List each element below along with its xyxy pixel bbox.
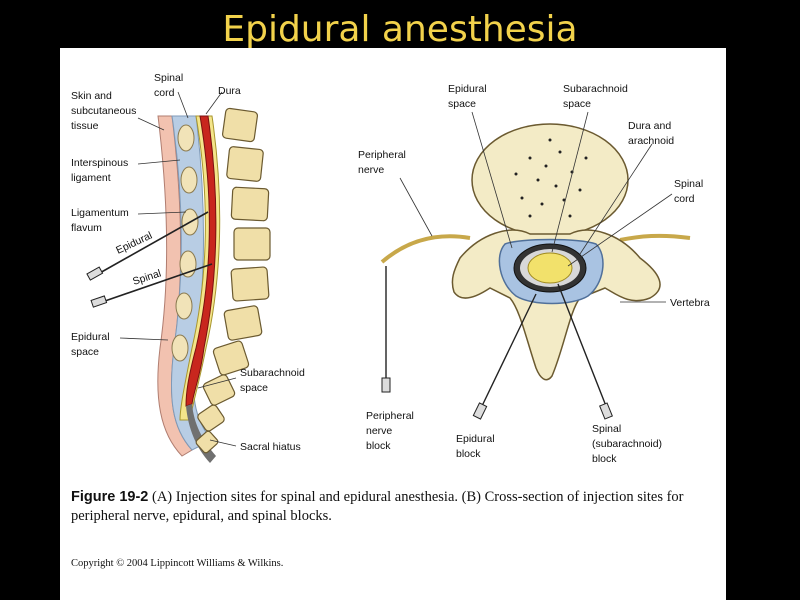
label-dura-arachnoid: Dura and arachnoid xyxy=(628,120,674,147)
slide-title: Epidural anesthesia xyxy=(222,9,578,50)
label-peripheral-nerve: Peripheral nerve xyxy=(358,149,409,176)
figure-number: Figure 19-2 xyxy=(71,489,149,505)
label-dura: Dura xyxy=(218,85,241,97)
caption-text: (A) Injection sites for spinal and epidu… xyxy=(71,489,684,524)
label-spinal-needle: Spinal xyxy=(131,267,162,287)
cross-section-illustration xyxy=(380,111,691,420)
label-sacral-hiatus: Sacral hiatus xyxy=(240,441,301,453)
label-ligamentum: Ligamentum flavum xyxy=(71,207,132,234)
label-spinal-cord-a: Spinal cord xyxy=(154,72,186,99)
label-epidural-space-b: Epidural space xyxy=(448,83,489,110)
label-epidural-space-a: Epidural space xyxy=(71,331,112,358)
copyright-notice: Copyright © 2004 Lippincott Williams & W… xyxy=(71,558,284,569)
label-spinal-block: Spinal (subarachnoid) block xyxy=(592,423,665,465)
figure-panel: Skin and subcutaneous tissue Spinal cord… xyxy=(60,48,726,600)
label-vertebra: Vertebra xyxy=(670,297,710,309)
label-skin: Skin and subcutaneous tissue xyxy=(71,90,139,132)
label-subarachnoid-a: Subarachnoid space xyxy=(240,367,308,394)
label-epidural-needle: Epidural xyxy=(114,230,154,257)
label-spinal-cord-b: Spinal cord xyxy=(674,178,706,205)
anatomy-diagram: Skin and subcutaneous tissue Spinal cord… xyxy=(71,72,710,465)
label-interspinous: Interspinous ligament xyxy=(71,157,131,184)
figure-caption: Figure 19-2 (A) Injection sites for spin… xyxy=(71,488,711,526)
sagittal-spine-illustration xyxy=(86,91,271,463)
label-peripheral-block: Peripheral nerve block xyxy=(366,410,417,452)
label-subarachnoid-b: Subarachnoid space xyxy=(563,83,631,110)
label-epidural-block: Epidural block xyxy=(456,433,497,460)
